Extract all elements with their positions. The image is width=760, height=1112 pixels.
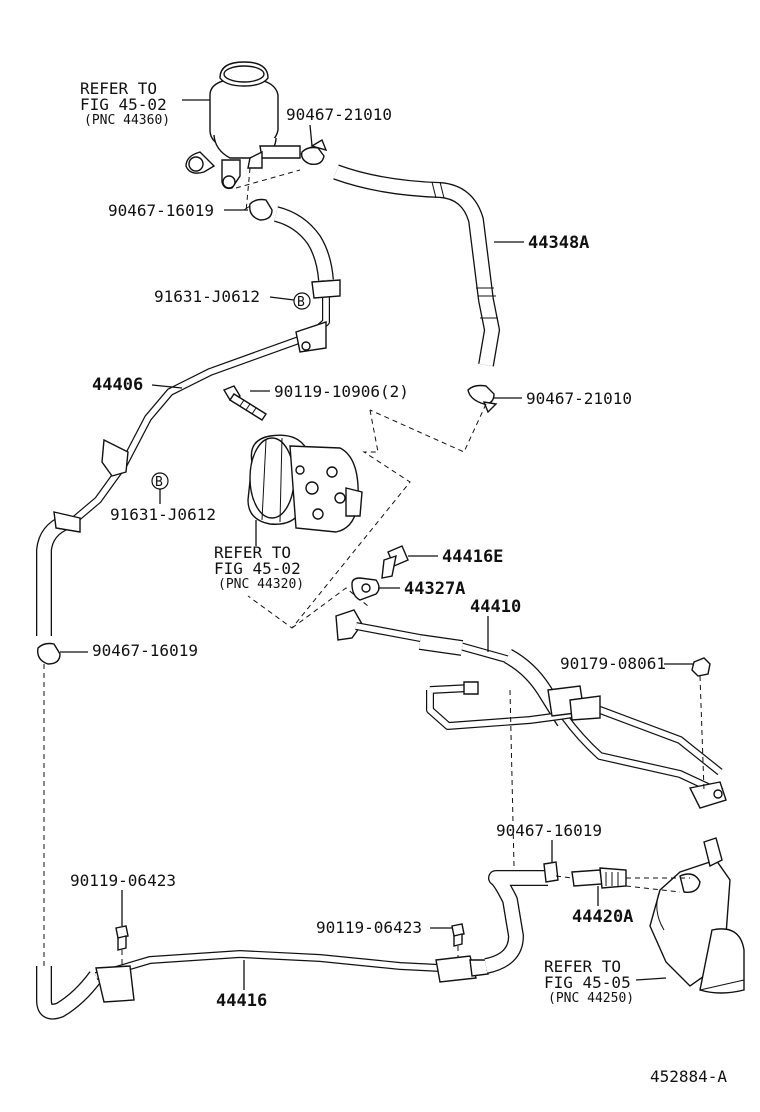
pump-outline-dash — [247, 409, 411, 629]
nut-90179-08061 — [691, 657, 711, 677]
ref-mark-b-top: B — [293, 292, 311, 310]
union-dash-2 — [625, 885, 681, 893]
label-90467-16019-top: 90467-16019 — [108, 201, 214, 220]
hose-44348A — [333, 164, 500, 367]
label-90179-08061: 90179-08061 — [560, 654, 666, 673]
label-91631-mid: 91631-J0612 — [110, 505, 216, 524]
ref-gear-line-2: FIG 45-05 — [544, 973, 631, 992]
tube-44406 — [36, 206, 341, 636]
ref-pump-line-2: FIG 45-02 — [214, 559, 301, 578]
label-90467-16019-left: 90467-16019 — [92, 641, 198, 660]
hose-44348A-dash — [369, 403, 487, 453]
clamp-90467-21010-top — [300, 138, 328, 166]
steering-gear — [649, 837, 745, 994]
tube-44416 — [36, 870, 548, 1020]
label-44327A: 44327A — [404, 579, 465, 599]
ref-reservoir-line-3: (PNC 44360) — [84, 113, 170, 128]
label-90119-06423-mid: 90119-06423 — [316, 918, 422, 937]
union-bolt-44416E — [381, 545, 409, 579]
label-90119-06423-left: 90119-06423 — [70, 871, 176, 890]
leader-ref-gear — [635, 977, 667, 981]
ref-gear-line-3: (PNC 44250) — [548, 991, 634, 1006]
reservoir-link-dash-3 — [235, 169, 301, 189]
label-90467-21010-mid: 90467-21010 — [526, 389, 632, 408]
bolt-90119-06423-left — [115, 925, 129, 951]
clamp-90467-16019-top — [243, 198, 273, 221]
ref-mark-b-top-text: B — [297, 295, 305, 310]
clamp-90467-21010-mid — [467, 384, 498, 414]
label-91631-top: 91631-J0612 — [154, 287, 260, 306]
bolt-90119-10906 — [222, 385, 267, 421]
label-90467-21010-top: 90467-21010 — [286, 105, 392, 124]
leader-44406 — [151, 384, 183, 389]
label-44348A: 44348A — [528, 233, 589, 253]
reservoir-tank — [185, 61, 301, 190]
union-dash — [555, 875, 690, 879]
clamp-90467-16019-left — [37, 642, 61, 665]
label-44416: 44416 — [216, 991, 267, 1011]
hose-44410-dash — [509, 689, 515, 867]
label-44410: 44410 — [470, 597, 521, 617]
label-90467-16019-low: 90467-16019 — [496, 821, 602, 840]
ref-pump-line-1: REFER TO — [214, 543, 291, 562]
hose-44410 — [335, 609, 727, 809]
reservoir-link-dash-2 — [245, 167, 251, 213]
bolt-90119-06423-mid — [451, 923, 465, 947]
pump-outline-dash-2 — [291, 587, 369, 629]
label-44420A: 44420A — [572, 907, 633, 927]
nut-dash — [699, 675, 705, 791]
ref-reservoir-line-1: REFER TO — [80, 79, 157, 98]
union-44420A — [571, 867, 627, 889]
ref-mark-b-mid: B — [151, 472, 169, 490]
clamp-90467-16019-low — [543, 861, 559, 883]
label-44406: 44406 — [92, 375, 143, 395]
ref-mark-b-mid-text: B — [155, 475, 163, 490]
gasket-44327A — [351, 577, 380, 601]
power-steering-pump — [247, 434, 363, 533]
leader-90467-21010-top — [309, 124, 313, 147]
leader-91631-top — [269, 296, 295, 301]
ref-gear-line-1: REFER TO — [544, 957, 621, 976]
label-90119-10906: 90119-10906(2) — [274, 382, 409, 401]
ref-reservoir-line-2: FIG 45-02 — [80, 95, 167, 114]
ref-pump-line-3: (PNC 44320) — [218, 577, 304, 592]
diagram-id: 452884-A — [650, 1067, 727, 1086]
label-44416E: 44416E — [442, 547, 503, 567]
